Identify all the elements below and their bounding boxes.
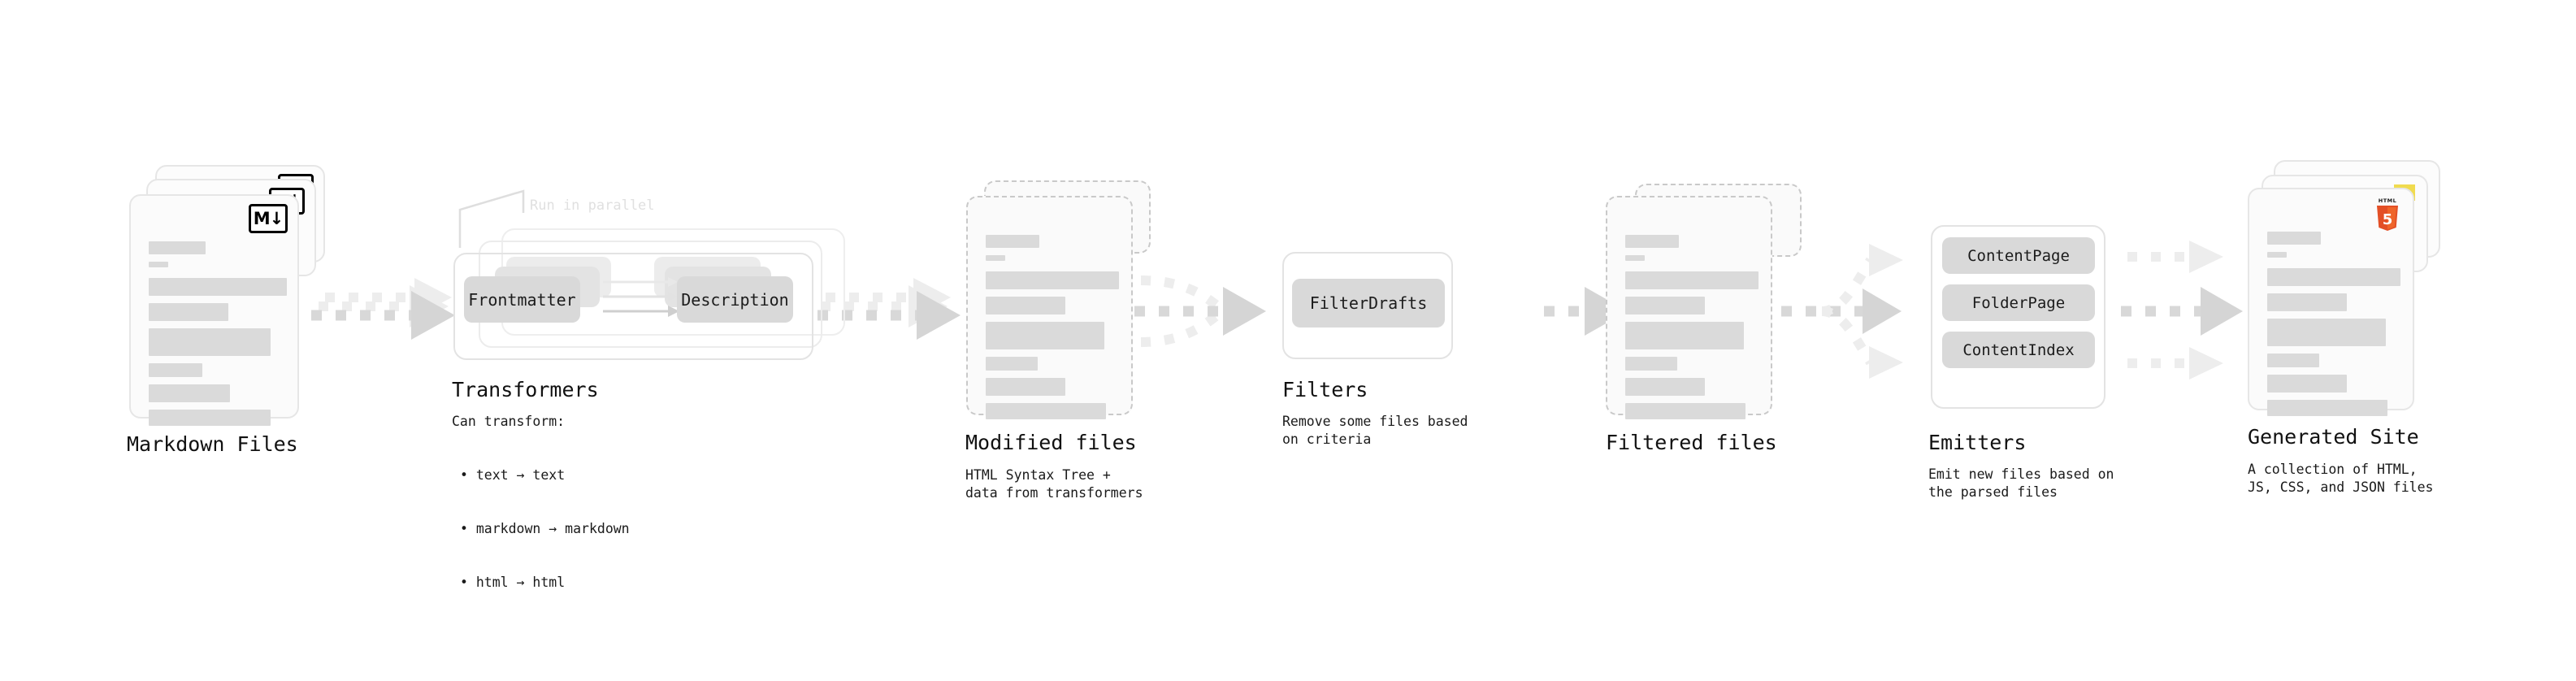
transformer-inner-arrows bbox=[603, 277, 679, 317]
arrow-modified-to-filters bbox=[1134, 275, 1266, 347]
file-content-placeholder bbox=[149, 223, 287, 433]
filters-subtitle: Remove some files based on criteria bbox=[1282, 414, 1468, 447]
transformers-bullet-0: • text → text bbox=[460, 467, 566, 483]
modified-files-subtitle: HTML Syntax Tree + data from transformer… bbox=[965, 467, 1143, 501]
stage-title-transformers: Transformers bbox=[452, 378, 599, 401]
transformers-layer-1 bbox=[453, 253, 813, 360]
generated-file-card-front: HTML 5 bbox=[2248, 188, 2414, 416]
transformer-chip-description[interactable]: Description bbox=[677, 276, 793, 323]
transformers-subtitle: Can transform: bbox=[452, 414, 566, 429]
filter-chip-filterdrafts[interactable]: FilterDrafts bbox=[1292, 279, 1445, 327]
modified-file-card-front bbox=[966, 196, 1133, 419]
filters-group-box bbox=[1282, 252, 1453, 359]
svg-text:5: 5 bbox=[2383, 211, 2393, 228]
transformers-bullet-1: • markdown → markdown bbox=[460, 521, 630, 536]
transformers-bullet-list: • text → text • markdown → markdown • ht… bbox=[460, 431, 630, 627]
emitters-subtitle: Emit new files based on the parsed files bbox=[1928, 466, 2114, 500]
file-content-placeholder bbox=[2267, 217, 2400, 423]
emitter-chip-folderpage[interactable]: FolderPage bbox=[1942, 284, 2095, 321]
stage-title-modified-files: Modified files bbox=[965, 431, 1137, 454]
stage-title-filters: Filters bbox=[1282, 378, 1368, 401]
file-content-placeholder bbox=[1625, 225, 1759, 427]
arrow-emitters-to-site bbox=[2121, 241, 2243, 380]
run-in-parallel-label: Run in parallel bbox=[530, 197, 655, 214]
arrow-markdown-to-transformers bbox=[311, 278, 455, 340]
emitter-chip-contentpage[interactable]: ContentPage bbox=[1942, 237, 2095, 274]
generated-site-subtitle: A collection of HTML, JS, CSS, and JSON … bbox=[2248, 462, 2434, 495]
html5-icon: HTML 5 bbox=[2374, 198, 2401, 232]
emitter-chip-contentindex[interactable]: ContentIndex bbox=[1942, 332, 2095, 368]
file-content-placeholder bbox=[986, 225, 1119, 427]
filtered-file-card-front bbox=[1606, 196, 1772, 419]
markdown-file-card-front: M↓ bbox=[129, 194, 299, 426]
emitters-group-box bbox=[1931, 225, 2105, 409]
stage-title-generated-site: Generated Site bbox=[2248, 425, 2419, 449]
stage-title-emitters: Emitters bbox=[1928, 431, 2027, 454]
stage-title-filtered-files: Filtered files bbox=[1606, 431, 1777, 454]
markdown-icon: M↓ bbox=[249, 204, 288, 233]
arrow-filtered-to-emitters bbox=[1781, 244, 1903, 379]
transformers-bullet-2: • html → html bbox=[460, 575, 566, 590]
transformer-chip-frontmatter[interactable]: Frontmatter bbox=[464, 276, 580, 323]
stage-title-markdown-files: Markdown Files bbox=[127, 432, 298, 456]
